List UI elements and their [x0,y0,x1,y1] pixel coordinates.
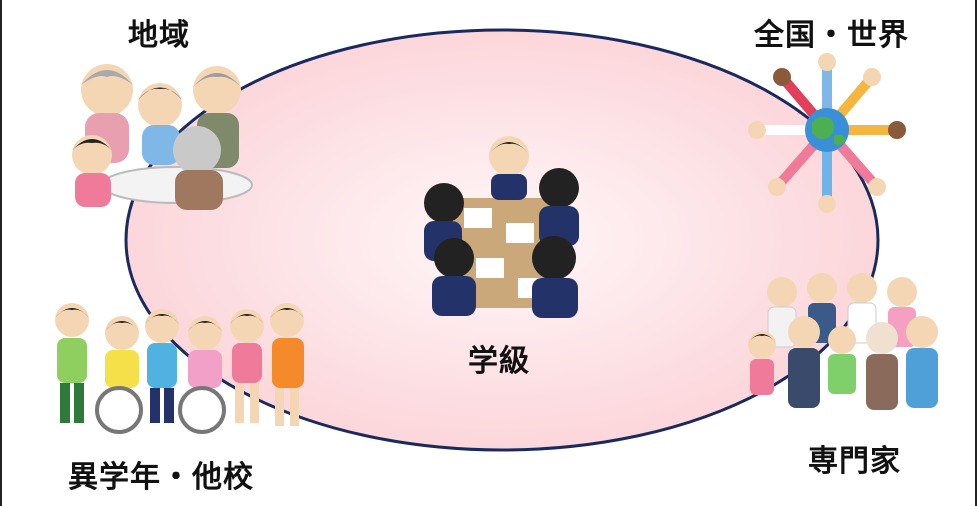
students-wheelchairs-icon [55,303,304,434]
label-other-grades-schools: 異学年・他校 [68,460,254,495]
label-class: 学級 [468,344,530,379]
label-specialists: 専門家 [808,444,901,479]
classroom-discussion-icon [424,136,579,318]
global-children-icon [748,53,906,213]
label-nation-world: 全国・世界 [754,18,909,53]
specialists-group-icon [748,273,938,410]
community-people-icon [70,64,253,210]
label-community: 地域 [128,18,190,53]
